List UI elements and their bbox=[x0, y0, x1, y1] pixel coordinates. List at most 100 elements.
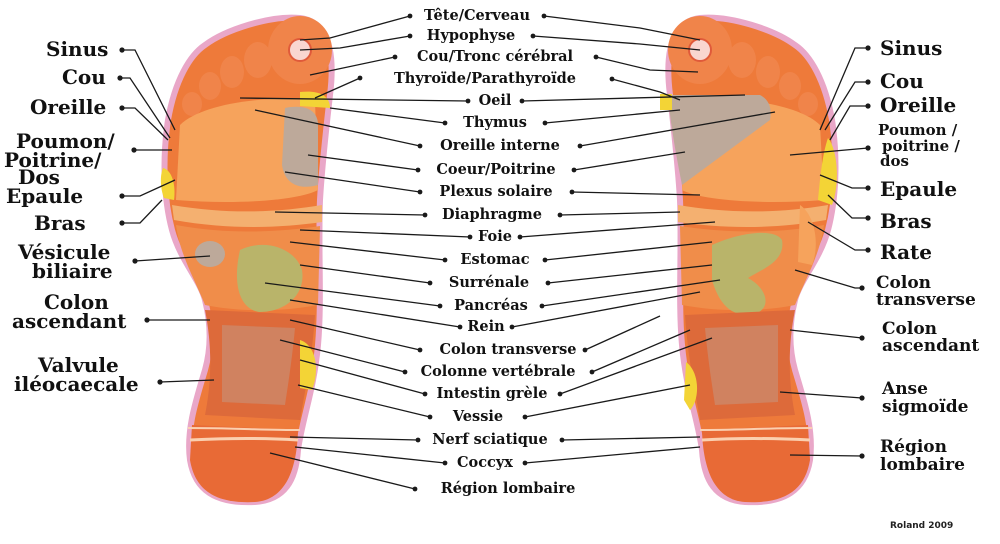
dot bbox=[571, 167, 577, 173]
rt-cou-leader bbox=[824, 81, 868, 131]
dot bbox=[589, 369, 595, 375]
dot bbox=[417, 143, 423, 149]
lt-epaule-leader bbox=[122, 179, 176, 197]
left-digestive-zone bbox=[236, 244, 303, 312]
dot bbox=[427, 414, 433, 420]
leader-cou-left bbox=[309, 56, 396, 76]
left-label-poumon-1: Poumon/ bbox=[16, 129, 115, 153]
label-oreille-interne: Oreille interne bbox=[440, 137, 560, 154]
left-label-bras: Bras bbox=[34, 211, 86, 235]
leader-foie-right bbox=[519, 221, 716, 238]
dot bbox=[859, 335, 865, 341]
left-upper-zone bbox=[176, 98, 318, 202]
dot bbox=[557, 391, 563, 397]
dot bbox=[442, 257, 448, 263]
leader-dia-left bbox=[274, 211, 426, 216]
label-coeur-poitrine: Coeur/Poitrine bbox=[436, 161, 555, 178]
left-vesicule-zone bbox=[195, 241, 225, 267]
right-rate-zone bbox=[798, 205, 816, 265]
leader-coeur-right bbox=[573, 151, 686, 171]
left-label-poumon-3: Dos bbox=[18, 165, 60, 189]
label-nerf-sciatique: Nerf sciatique bbox=[432, 431, 547, 448]
rt-bras-leader bbox=[827, 194, 868, 219]
right-shoulder-zone bbox=[818, 138, 837, 205]
leader-tete-left bbox=[299, 15, 411, 41]
right-foot bbox=[660, 14, 839, 506]
right-sciatic-line bbox=[701, 437, 811, 442]
label-colon-transverse: Colon transverse bbox=[439, 341, 576, 358]
dot bbox=[119, 47, 125, 53]
label-coccyx: Coccyx bbox=[457, 454, 513, 471]
rt-sinus-leader bbox=[819, 47, 868, 131]
right-label-colonasc-2: ascendant bbox=[882, 336, 979, 356]
right-diaphragm-band bbox=[678, 205, 828, 227]
dot bbox=[131, 147, 137, 153]
leader-oeil-right bbox=[521, 94, 746, 102]
label-oeil: Oeil bbox=[479, 92, 512, 109]
label-cou-tronc: Cou/Tronc cérébral bbox=[417, 48, 574, 65]
center-labels: Tête/Cerveau Hypophyse Cou/Tronc cérébra… bbox=[357, 7, 615, 497]
leader-surrenale-left bbox=[299, 264, 431, 284]
label-diaphragme: Diaphragme bbox=[442, 206, 542, 223]
dot bbox=[545, 280, 551, 286]
left-label-sinus: Sinus bbox=[46, 37, 108, 61]
right-toe-3 bbox=[756, 56, 780, 88]
leader-pancreas-left bbox=[264, 282, 441, 307]
dot bbox=[357, 75, 363, 81]
lt-bras-leader bbox=[122, 199, 163, 224]
leader-thy-left bbox=[314, 77, 361, 99]
right-label-epaule: Epaule bbox=[880, 177, 957, 201]
dot bbox=[437, 303, 443, 309]
lt-oreille-leader bbox=[122, 107, 169, 141]
label-thymus: Thymus bbox=[463, 114, 527, 131]
left-label-vesicule-1: Vésicule bbox=[17, 240, 110, 264]
right-label-anse-1: Anse bbox=[881, 379, 928, 399]
left-label-vesicule-2: biliaire bbox=[32, 259, 113, 283]
dot bbox=[859, 453, 865, 459]
right-label-lombaire-1: Région bbox=[880, 437, 947, 457]
leader-vessie-right bbox=[524, 384, 691, 418]
leader-oeil-left bbox=[239, 97, 469, 102]
dot bbox=[509, 324, 515, 330]
leader-plexus-right bbox=[571, 191, 701, 196]
dot bbox=[467, 234, 473, 240]
left-toe-4 bbox=[199, 72, 221, 100]
dot bbox=[132, 258, 138, 264]
label-hypophyse: Hypophyse bbox=[427, 27, 515, 44]
leader-intestin-left bbox=[299, 359, 426, 395]
center-leader-lines bbox=[239, 15, 776, 490]
right-label-lombaire-2: lombaire bbox=[880, 455, 965, 475]
left-toe-2 bbox=[244, 42, 272, 78]
dot bbox=[407, 13, 413, 19]
dot bbox=[427, 280, 433, 286]
leader-estomac-right bbox=[544, 241, 713, 261]
dot bbox=[522, 414, 528, 420]
leader-rein-right bbox=[511, 291, 701, 328]
leader-hypo-right bbox=[532, 35, 701, 51]
right-label-rate: Rate bbox=[880, 240, 932, 264]
rt-epaule-leader bbox=[819, 174, 868, 189]
dot bbox=[144, 317, 150, 323]
dot bbox=[119, 105, 125, 111]
dot bbox=[119, 193, 125, 199]
right-label-poumon-2: poitrine / bbox=[882, 137, 960, 155]
dot bbox=[519, 98, 525, 104]
rt-anse-leader bbox=[779, 391, 863, 399]
dot bbox=[542, 257, 548, 263]
dot bbox=[407, 33, 413, 39]
dot bbox=[415, 437, 421, 443]
leader-coccyx-left bbox=[294, 446, 446, 464]
rt-lombaire-leader bbox=[789, 454, 863, 457]
leader-thymus-right bbox=[544, 109, 681, 124]
right-label-bras: Bras bbox=[880, 209, 932, 233]
lt-cou-leader bbox=[120, 77, 171, 139]
rt-poumon-leader bbox=[789, 147, 869, 156]
dot bbox=[569, 189, 575, 195]
right-label-cou: Cou bbox=[880, 69, 924, 93]
left-diaphragm-band bbox=[172, 205, 322, 227]
leader-pancreas-right bbox=[541, 279, 721, 307]
rt-rate-leader bbox=[807, 221, 868, 251]
label-pancreas: Pancréas bbox=[454, 297, 528, 314]
